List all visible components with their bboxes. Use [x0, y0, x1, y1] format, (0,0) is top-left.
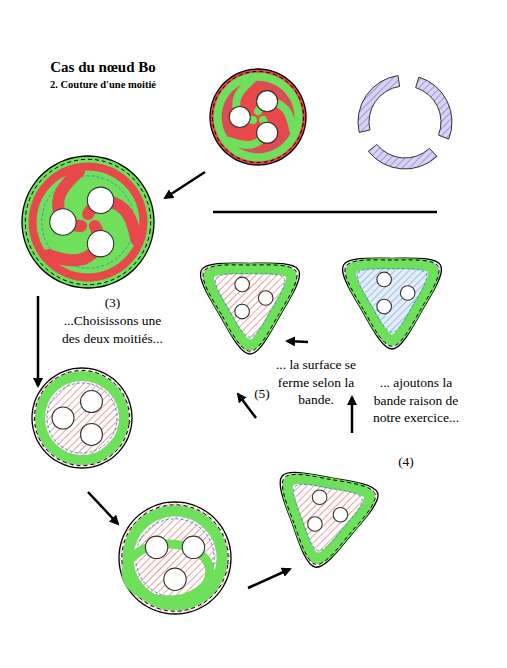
blue-line: [294, 484, 363, 550]
knot-figure: [22, 156, 154, 288]
hole: [312, 490, 327, 505]
hole: [87, 187, 113, 213]
band-arc: [358, 76, 400, 133]
band-arcs: [358, 76, 452, 169]
dashed-edge: [282, 474, 375, 564]
surface: [280, 472, 378, 567]
hole: [333, 507, 348, 522]
hole: [257, 91, 278, 112]
dashed-edge: [203, 265, 297, 351]
hole: [145, 536, 167, 558]
step-arrow: [88, 492, 118, 524]
dashed-edge: [25, 159, 150, 284]
band: [350, 264, 433, 340]
knot-figure: [280, 472, 378, 567]
step-note: ... ajoutons la bande raison de notre ex…: [365, 374, 467, 427]
surface: [119, 502, 231, 614]
band-arc: [416, 77, 452, 139]
hole: [182, 536, 204, 558]
hole: [81, 391, 103, 413]
dashed-edge: [35, 371, 130, 466]
surface: [22, 156, 154, 288]
hole: [50, 209, 76, 235]
band: [208, 269, 291, 345]
surface: [343, 258, 442, 349]
step-number: (3): [55, 294, 170, 312]
dashed-edge: [345, 260, 439, 346]
step-number: (4): [390, 453, 422, 471]
dashed-edge: [212, 71, 303, 162]
knot-figure: [210, 69, 306, 165]
blue-line: [357, 269, 426, 333]
title: Cas du nœud Bo: [28, 58, 178, 78]
hole: [258, 291, 273, 306]
step-number: (5): [250, 385, 274, 403]
dashed-edge: [122, 505, 228, 611]
step-arrow: [287, 341, 308, 342]
step-note: ...Choisissons une des deux moitiés...: [55, 312, 170, 347]
hole: [377, 272, 392, 287]
separator-line: [213, 211, 437, 214]
band-arc: [368, 144, 437, 169]
step-arrow: [238, 394, 256, 418]
outer-band: [27, 161, 150, 284]
blue-line: [215, 274, 284, 338]
hole: [81, 423, 103, 445]
surface: [210, 69, 306, 165]
hole: [308, 517, 323, 532]
hole: [164, 568, 186, 590]
knot-figure: [119, 502, 231, 614]
band: [287, 479, 369, 559]
knot-figure: [343, 258, 442, 349]
hole: [52, 407, 74, 429]
band: [33, 167, 144, 278]
knot-figure: [32, 368, 132, 468]
blue-line: [47, 383, 117, 453]
surface: [201, 263, 300, 354]
hole: [257, 122, 278, 143]
hole: [229, 106, 250, 127]
subtitle: 2. Couture d'une moitié: [28, 78, 178, 92]
step-note: ... la surface se ferme selon la bande.: [272, 356, 360, 409]
band: [218, 77, 299, 158]
step-arrow: [351, 397, 354, 433]
hole: [377, 299, 392, 314]
hole: [235, 304, 250, 319]
blue-line: [224, 83, 291, 150]
hole: [400, 286, 415, 301]
hole: [235, 277, 250, 292]
surface: [32, 368, 132, 468]
hole: [87, 231, 113, 257]
knot-figure: [201, 263, 300, 354]
step-arrow: [37, 296, 40, 386]
step-arrow: [165, 172, 205, 198]
step-arrow: [248, 569, 290, 588]
band: [40, 376, 124, 460]
